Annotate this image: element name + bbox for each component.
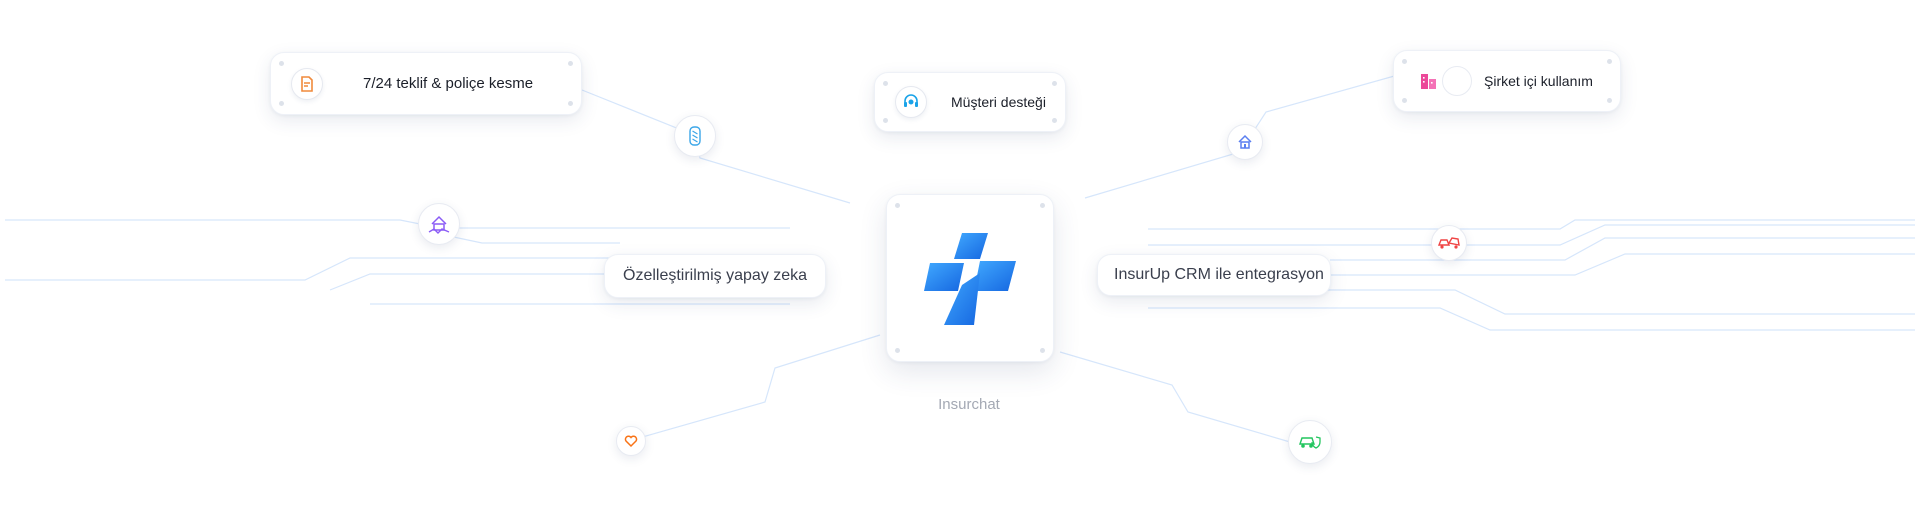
corner-dot <box>568 101 573 106</box>
corner-dot <box>1402 59 1407 64</box>
feature-card-crm: InsurUp CRM ile entegrasyon <box>1097 254 1331 296</box>
heart-hand-icon <box>616 426 646 456</box>
earthquake-house-icon <box>418 203 460 245</box>
insurchat-logo-card <box>886 194 1054 362</box>
corner-dot <box>883 118 888 123</box>
document-icon <box>291 67 323 100</box>
feature-label-support: Müşteri desteği <box>951 94 1046 110</box>
corner-dot <box>895 348 900 353</box>
toggle-circle <box>1442 66 1472 96</box>
brand-name: Insurchat <box>938 396 1000 413</box>
corner-dot <box>279 61 284 66</box>
insurchat-logo-icon <box>924 233 1016 325</box>
car-crash-icon <box>1431 225 1467 261</box>
feature-card-internal: Şirket içi kullanım <box>1393 50 1621 112</box>
traffic-light-icon <box>674 115 716 157</box>
feature-label-crm: InsurUp CRM ile entegrasyon <box>1114 266 1324 283</box>
corner-dot <box>1607 59 1612 64</box>
buildings-icon <box>1420 72 1438 90</box>
corner-dot <box>883 81 888 86</box>
feature-card-ai: Özelleştirilmiş yapay zeka <box>604 254 826 298</box>
feature-label-ai: Özelleştirilmiş yapay zeka <box>623 267 808 284</box>
headset-icon <box>895 86 927 118</box>
feature-card-support: Müşteri desteği <box>874 72 1066 132</box>
corner-dot <box>1040 203 1045 208</box>
corner-dot <box>568 61 573 66</box>
house-icon <box>1227 124 1263 160</box>
corner-dot <box>1040 348 1045 353</box>
feature-label-quote: 7/24 teklif & poliçe kesme <box>363 75 534 92</box>
corner-dot <box>1607 98 1612 103</box>
corner-dot <box>1052 118 1057 123</box>
feature-card-quote: 7/24 teklif & poliçe kesme <box>270 52 582 115</box>
corner-dot <box>1052 81 1057 86</box>
feature-label-internal: Şirket içi kullanım <box>1484 73 1593 89</box>
car-shield-icon <box>1288 420 1332 464</box>
corner-dot <box>895 203 900 208</box>
corner-dot <box>279 101 284 106</box>
corner-dot <box>1402 98 1407 103</box>
